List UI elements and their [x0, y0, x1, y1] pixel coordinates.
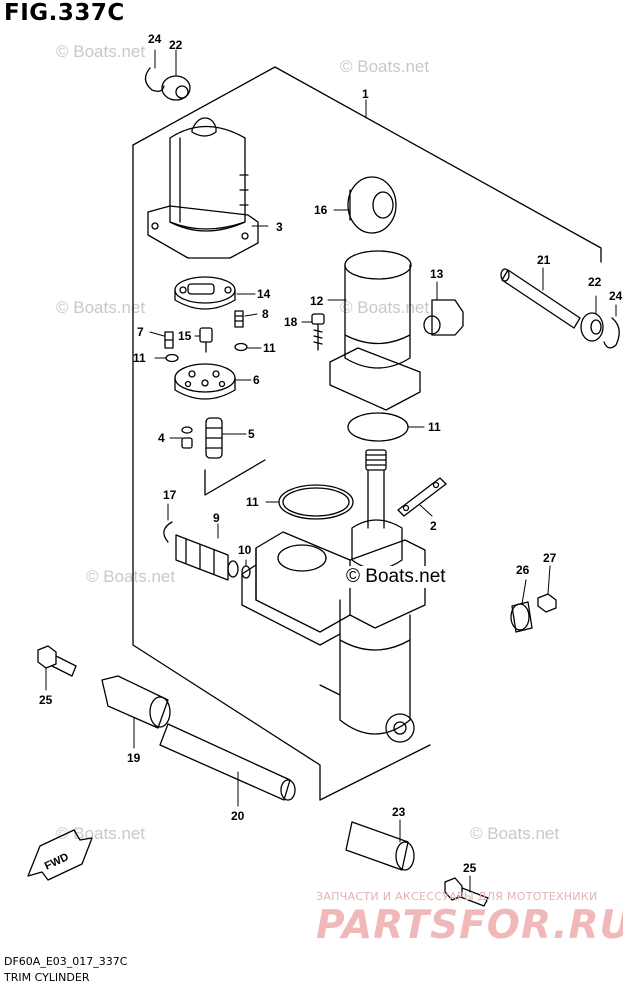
callout: 16	[314, 203, 328, 217]
figure-code: DF60A_E03_017_337C	[4, 955, 128, 968]
callout: 23	[392, 805, 406, 819]
watermark: © Boats.net	[470, 824, 560, 843]
bushing-part-26	[510, 601, 533, 633]
bolt-part-25-left	[37, 645, 77, 677]
callout: 4	[158, 431, 165, 445]
figure-title: FIG.337C	[4, 0, 125, 26]
seat-part-4	[181, 426, 193, 449]
watermark: © Boats.net	[56, 42, 146, 61]
motor-part-3	[147, 117, 259, 259]
bushing-part-16	[347, 176, 397, 234]
callout: 7	[137, 325, 144, 339]
callout: 24	[148, 32, 162, 46]
callout: 25	[39, 693, 53, 707]
callout-labels: 24 22 1 3 16 21 22 24 14 13 12 8 18 7 15…	[39, 32, 623, 875]
callout: 10	[238, 543, 252, 557]
watermark: © Boats.net	[86, 567, 176, 586]
callout: 17	[163, 488, 177, 502]
callout: 8	[262, 307, 269, 321]
valve-part-5	[205, 417, 223, 459]
screw-part-18	[311, 313, 325, 351]
bushing-part-22-left	[161, 75, 191, 101]
plug-part-13	[423, 299, 464, 336]
screw-part-7	[164, 331, 174, 349]
callout: 11	[263, 341, 276, 355]
shaft-part-21	[500, 268, 581, 329]
watermark: © Boats.net	[340, 298, 430, 317]
o-ring-part-11d-inner	[282, 487, 350, 517]
callout: 1	[362, 87, 369, 101]
o-ring-part-11d	[278, 484, 354, 520]
callout: 22	[169, 38, 183, 52]
leader-lines	[45, 49, 617, 893]
screw-part-8	[234, 310, 244, 328]
callout: 24	[609, 289, 623, 303]
callout: 2	[430, 519, 437, 533]
o-ring-part-11a	[165, 353, 179, 363]
callout: 6	[253, 373, 260, 387]
callout: 19	[127, 751, 141, 765]
bolt-part-25-bottom	[444, 877, 489, 907]
reservoir-part-12	[329, 250, 421, 411]
callout: 14	[257, 287, 271, 301]
watermark: © Boats.net	[340, 57, 430, 76]
callout: 22	[588, 275, 602, 289]
bolt-part-27	[537, 593, 557, 613]
callout: 15	[178, 329, 192, 343]
watermark-dark: © Boats.net	[344, 566, 448, 588]
callout: 5	[248, 427, 255, 441]
promo-tagline: ЗАПЧАСТИ И АКСЕССУАРЫ ДЛЯ МОТОТЕХНИКИ	[316, 890, 598, 903]
tie-bar-part-2	[397, 477, 447, 517]
valve-block-part-6	[174, 363, 236, 400]
ring-part-10	[241, 565, 251, 579]
assembly-boundary	[319, 684, 341, 696]
callout: 26	[516, 563, 530, 577]
callout: 27	[543, 551, 557, 565]
fwd-arrow-icon	[27, 829, 93, 881]
promo-brand: PARTSFOR.RU	[316, 903, 623, 948]
o-ring-part-11c	[347, 412, 409, 442]
bushing-part-22-right	[580, 312, 604, 342]
valve-part-9	[175, 534, 239, 581]
callout: 12	[310, 294, 324, 308]
circlip-part-24-left	[144, 67, 165, 92]
assembly-boundary	[204, 459, 266, 496]
callout: 3	[276, 220, 283, 234]
assembly-boundary	[319, 744, 431, 801]
assembly-boundary	[132, 144, 321, 801]
tube-part-20	[159, 723, 296, 801]
callout: 11	[428, 420, 441, 434]
clip-part-17	[163, 521, 173, 543]
watermark: © Boats.net	[56, 298, 146, 317]
manifold-part-14	[174, 276, 236, 310]
fwd-label: FWD	[43, 851, 71, 872]
callout: 25	[463, 861, 477, 875]
figure-subtitle: TRIM CYLINDER	[4, 971, 90, 984]
sleeve-part-19	[101, 675, 171, 729]
pin-part-15	[199, 327, 213, 353]
piston-rod	[351, 449, 403, 570]
sleeve-part-23	[345, 821, 415, 871]
callout: 13	[430, 267, 444, 281]
assembly-boundary	[132, 66, 602, 263]
callout: 9	[213, 511, 220, 525]
callout: 18	[284, 315, 298, 329]
callout: 11	[133, 351, 146, 365]
o-ring-part-11b	[234, 342, 248, 352]
callout: 11	[246, 495, 259, 509]
callout: 20	[231, 809, 245, 823]
callout: 21	[537, 253, 551, 267]
circlip-part-24-right	[603, 317, 620, 349]
